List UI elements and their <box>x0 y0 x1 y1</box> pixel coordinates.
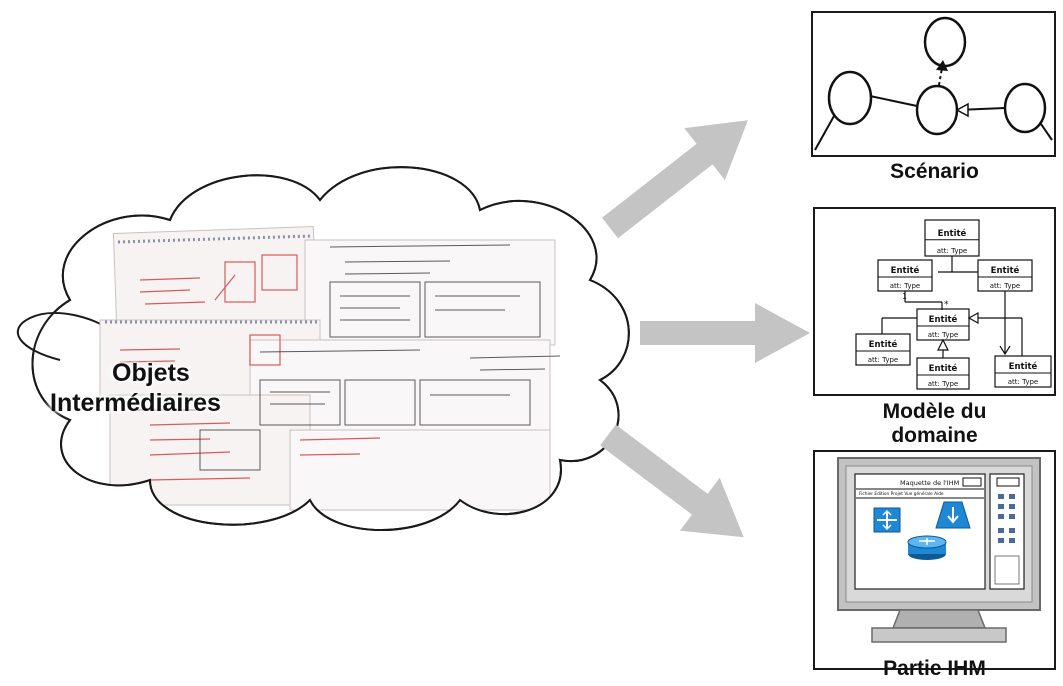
entity-attribute: att: Type <box>990 282 1020 290</box>
multiplicity-many: * <box>944 300 949 310</box>
download-icon <box>935 501 971 529</box>
entity-class-3: Entité att: Type <box>977 259 1033 292</box>
entity-class-6: Entité att: Type <box>916 357 970 390</box>
entity-name: Entité <box>869 339 898 350</box>
cloud-label-line1: Objets <box>112 359 190 387</box>
entity-name: Entité <box>991 265 1020 276</box>
ihm-panel: Maquette de l'IHM Fichier Edition Projet… <box>813 450 1056 670</box>
ihm-caption: Partie IHM <box>883 657 986 680</box>
mockup-window-title: Maquette de l'IHM <box>900 479 959 487</box>
entity-class-2: Entité att: Type <box>877 259 933 292</box>
entity-class-4: Entité att: Type <box>916 308 970 341</box>
domain-model-caption-line1: Modèle du <box>882 400 987 423</box>
entity-class-1: Entité att: Type <box>924 219 980 257</box>
intermediate-objects-cloud <box>16 166 630 531</box>
mockup-menu-bar: Fichier Edition Projet Vue générale Aide <box>859 490 944 497</box>
entity-attribute: att: Type <box>928 380 958 388</box>
entity-attribute: att: Type <box>937 247 967 255</box>
entity-attribute: att: Type <box>890 282 920 290</box>
tool-palette <box>989 473 1025 590</box>
monitor: Maquette de l'IHM Fichier Edition Projet… <box>837 457 1041 643</box>
entity-name: Entité <box>929 314 958 325</box>
arrow-to-ihm <box>600 424 744 538</box>
entity-class-7: Entité att: Type <box>994 355 1052 388</box>
arrow-to-domain-model <box>640 303 810 363</box>
entity-name: Entité <box>891 265 920 276</box>
entity-name: Entité <box>1009 361 1038 372</box>
entity-attribute: att: Type <box>868 356 898 364</box>
cube-icon <box>873 507 901 533</box>
scenario-transitions <box>814 60 1053 151</box>
entity-attribute: att: Type <box>928 331 958 339</box>
sketch-notes <box>99 226 561 511</box>
cloud-label-line2: Intermédiaires <box>50 389 221 417</box>
scenario-panel <box>811 11 1056 157</box>
entity-class-5: Entité att: Type <box>855 333 911 366</box>
multiplicity-one: 1 <box>902 292 907 301</box>
entity-name: Entité <box>929 363 958 374</box>
entity-name: Entité <box>938 228 967 239</box>
arrow-to-scenario <box>601 120 748 239</box>
domain-associations <box>881 256 1023 358</box>
domain-model-caption-line2: domaine <box>891 424 978 447</box>
scenario-caption: Scénario <box>890 160 979 183</box>
scenario-states <box>827 16 1047 136</box>
entity-attribute: att: Type <box>1008 378 1038 386</box>
router-icon <box>907 535 947 560</box>
